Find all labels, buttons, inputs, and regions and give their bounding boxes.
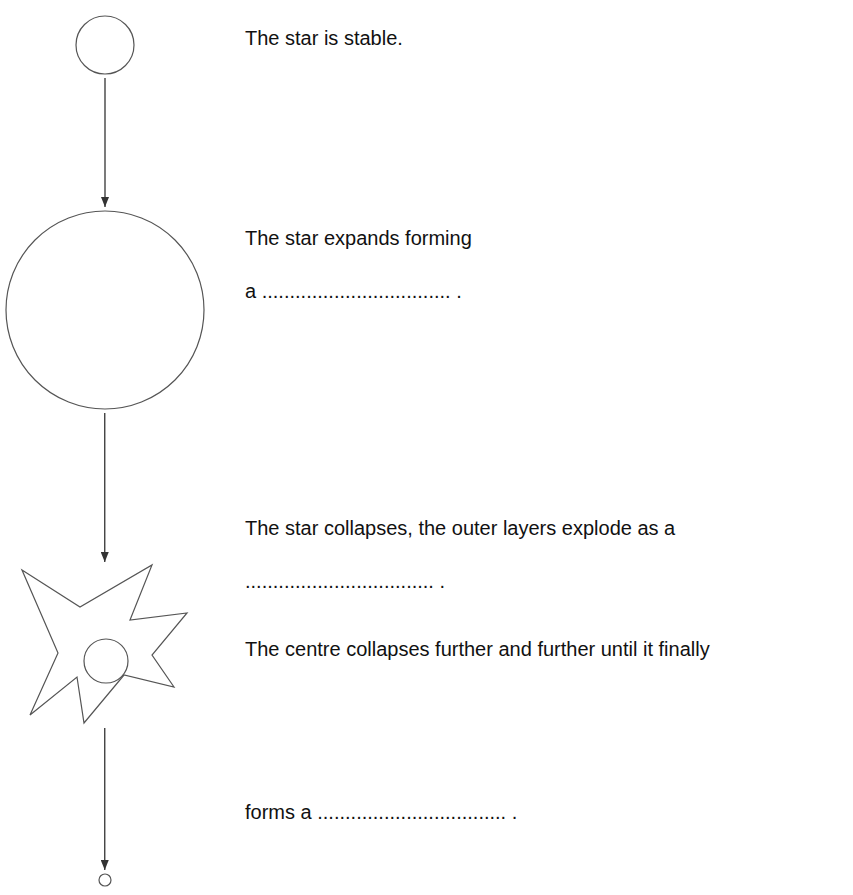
star-circle — [6, 211, 204, 409]
stage-caption: The star is stable. — [245, 12, 545, 65]
star-stage: The centre collapses further and further… — [98, 873, 112, 887]
core-circle — [84, 639, 128, 683]
stage-caption: The star expands forming a .............… — [245, 212, 480, 318]
star-outline — [22, 565, 187, 725]
star-stage: The star collapses, the outer layers exp… — [22, 565, 187, 725]
star-circle — [99, 874, 111, 886]
stage-caption: The centre collapses further and further… — [245, 568, 765, 894]
stage-arrow — [104, 728, 105, 870]
star-outline — [98, 873, 112, 887]
star-stage: The star expands forming a .............… — [5, 210, 205, 410]
star-outline — [5, 210, 205, 410]
stage-arrow — [104, 78, 105, 207]
star-circle — [76, 16, 134, 74]
supernova-burst — [22, 565, 187, 723]
star-stage: The star is stable. — [75, 15, 135, 75]
stage-caption: The star collapses, the outer layers exp… — [245, 502, 740, 608]
stage-arrow — [104, 413, 105, 562]
star-outline — [75, 15, 135, 75]
